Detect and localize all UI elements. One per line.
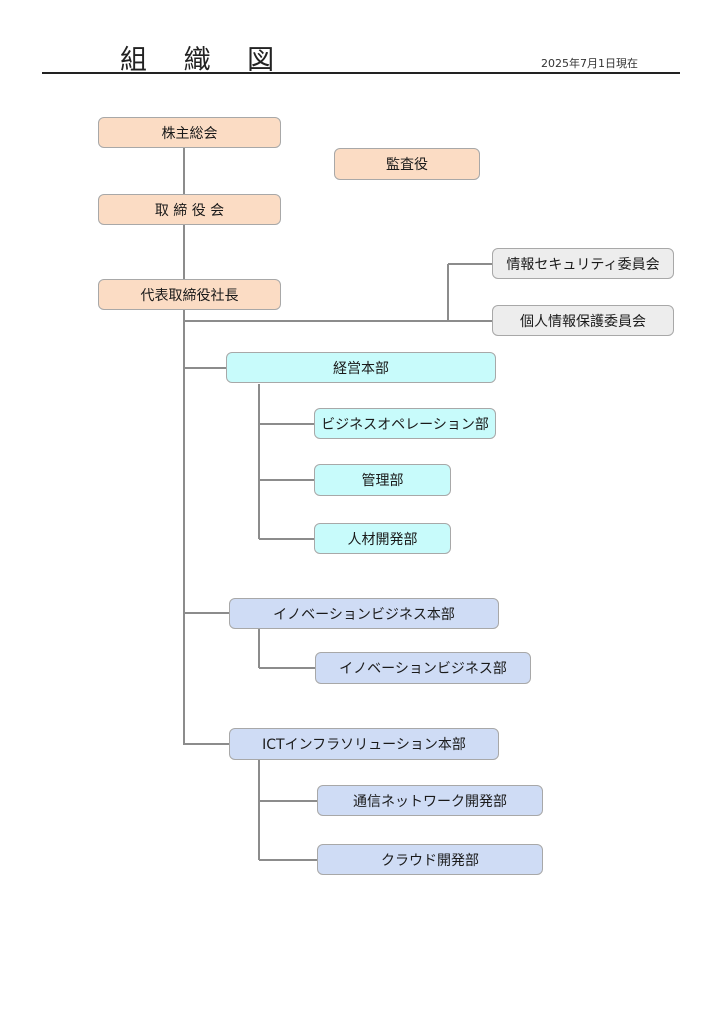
innovation-hq-label: イノベーションビジネス本部 xyxy=(273,606,455,623)
admin-dept-label: 管理部 xyxy=(361,473,404,489)
president-label: 代表取締役社長 xyxy=(140,287,239,304)
as-of-date: 2025年7月1日現在 xyxy=(541,57,638,70)
network-dept-box: 通信ネットワーク開発部 xyxy=(317,785,543,816)
board-of-directors-label: 取 締 役 会 xyxy=(154,202,225,219)
network-dept-label: 通信ネットワーク開発部 xyxy=(353,793,507,810)
shareholders-meeting-box: 株主総会 xyxy=(98,117,281,148)
hr-dept-box: 人材開発部 xyxy=(314,523,451,554)
admin-dept-box: 管理部 xyxy=(314,464,451,496)
auditor-box: 監査役 xyxy=(334,148,480,180)
security-committee-label: 情報セキュリティ委員会 xyxy=(506,256,660,273)
bizops-dept-box: ビジネスオペレーション部 xyxy=(314,408,496,439)
president-box: 代表取締役社長 xyxy=(98,279,281,310)
board-of-directors-box: 取 締 役 会 xyxy=(98,194,281,225)
auditor-label: 監査役 xyxy=(386,157,428,173)
privacy-committee-label: 個人情報保護委員会 xyxy=(520,313,646,330)
page-title: 組 織 図 xyxy=(120,45,289,76)
shareholders-meeting-label: 株主総会 xyxy=(161,125,218,142)
privacy-committee-box: 個人情報保護委員会 xyxy=(492,305,674,336)
innovation-dept-box: イノベーションビジネス部 xyxy=(315,652,531,684)
bizops-dept-label: ビジネスオペレーション部 xyxy=(321,416,489,433)
innovation-hq-box: イノベーションビジネス本部 xyxy=(229,598,499,629)
hr-dept-label: 人材開発部 xyxy=(347,531,418,548)
management-hq-box: 経営本部 xyxy=(226,352,496,383)
ict-hq-box: ICTインフラソリューション本部 xyxy=(229,728,499,760)
security-committee-box: 情報セキュリティ委員会 xyxy=(492,248,674,279)
innovation-dept-label: イノベーションビジネス部 xyxy=(339,661,507,677)
cloud-dept-label: クラウド開発部 xyxy=(381,852,479,869)
ict-hq-label: ICTインフラソリューション本部 xyxy=(262,737,466,753)
cloud-dept-box: クラウド開発部 xyxy=(317,844,543,875)
management-hq-label: 経営本部 xyxy=(333,360,389,377)
title-underline xyxy=(42,72,680,74)
